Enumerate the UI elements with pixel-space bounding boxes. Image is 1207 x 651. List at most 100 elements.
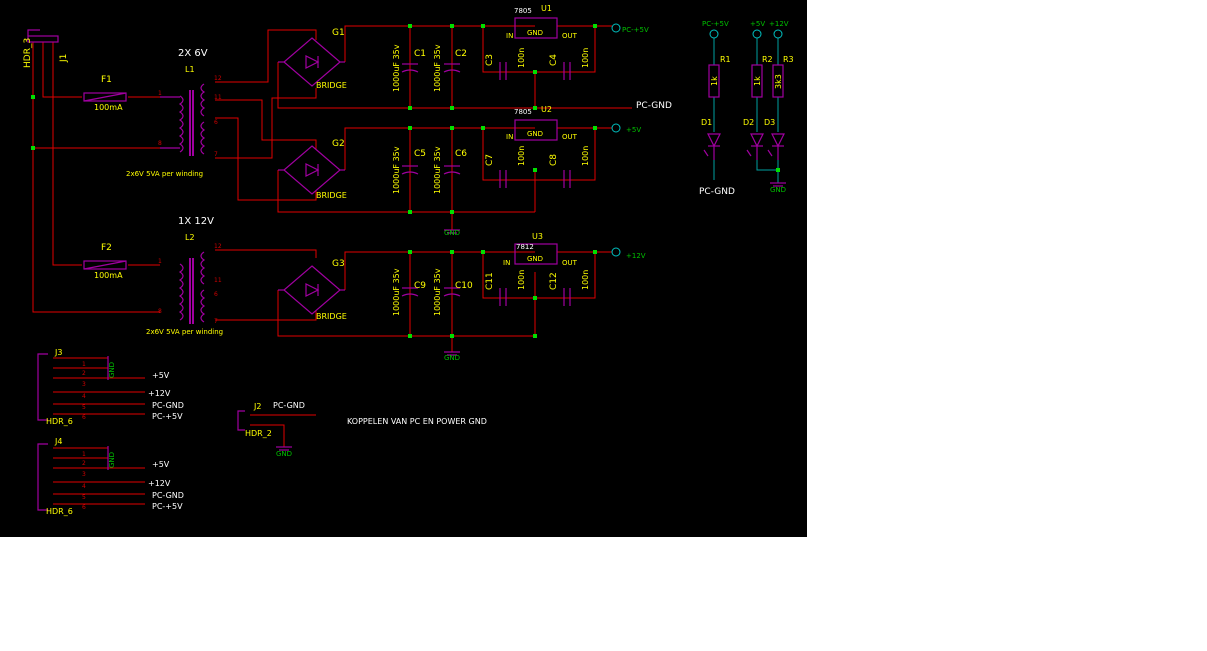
wire-c7-c8-loop bbox=[482, 128, 596, 181]
junction-dot bbox=[31, 146, 35, 150]
junction-dot bbox=[408, 126, 412, 130]
u3-gnd: GND bbox=[527, 255, 543, 263]
junction-dot bbox=[593, 126, 597, 130]
wire-c11-c12-loop bbox=[482, 252, 596, 299]
junction-dot bbox=[776, 168, 780, 172]
g1-ref: G1 bbox=[332, 28, 345, 38]
u3-type: 7812 bbox=[516, 243, 534, 251]
components bbox=[27, 17, 785, 511]
d1-led bbox=[703, 133, 721, 160]
d3-led bbox=[767, 133, 785, 160]
c9-value: 1000uF 35v bbox=[392, 268, 401, 316]
r3-value: 3k3 bbox=[774, 74, 783, 89]
u2-in: IN bbox=[506, 133, 513, 141]
5v-out-label: +5V bbox=[626, 126, 641, 134]
l2-pin11: 11 bbox=[214, 277, 222, 284]
j2-connector-body bbox=[237, 410, 245, 431]
junction-dot bbox=[408, 106, 412, 110]
l2-ref: L2 bbox=[185, 233, 195, 242]
u3-in: IN bbox=[503, 259, 510, 267]
junction-dot bbox=[450, 250, 454, 254]
j4-connector-body bbox=[37, 443, 48, 511]
j4-pin3: 3 bbox=[82, 471, 86, 478]
c9-capacitor bbox=[401, 287, 419, 297]
junction-dot bbox=[533, 70, 537, 74]
l1-pin11: 11 bbox=[214, 94, 222, 101]
j1-ref-label: J1 bbox=[59, 54, 69, 63]
u2-regulator-body bbox=[514, 119, 558, 141]
junction-dot bbox=[408, 250, 412, 254]
j3-pin6: 6 bbox=[82, 414, 86, 421]
r1-ref: R1 bbox=[720, 55, 731, 64]
junction-dot bbox=[450, 106, 454, 110]
junctions bbox=[31, 24, 780, 338]
led-pc5v-circle bbox=[709, 29, 719, 39]
l2-pin6: 6 bbox=[214, 291, 218, 298]
c5-ref: C5 bbox=[414, 149, 426, 159]
j4-ref: J4 bbox=[54, 437, 62, 446]
c8-value: 100n bbox=[581, 146, 590, 166]
l1-pin12: 12 bbox=[214, 75, 222, 82]
junction-dot bbox=[408, 210, 412, 214]
l1-secondary-coil-a bbox=[200, 83, 206, 117]
power-supply-schematic: HDR_3 J1 2X 6V 1X 12V F1 100mA F2 100mA … bbox=[23, 4, 794, 516]
c7-value: 100n bbox=[517, 146, 526, 166]
j3-pin2: 2 bbox=[82, 370, 86, 377]
u1-out: OUT bbox=[562, 32, 578, 40]
r3-ref: R3 bbox=[783, 55, 794, 64]
hdr3-label: HDR_3 bbox=[23, 38, 33, 68]
c4-ref: C4 bbox=[549, 54, 559, 66]
g1-bridge-label: BRIDGE bbox=[316, 81, 347, 90]
l1-ref: L1 bbox=[185, 65, 195, 74]
led-5v-label: +5V bbox=[750, 20, 765, 28]
g1-bridge-body bbox=[283, 37, 341, 87]
u3-ref: U3 bbox=[532, 232, 543, 241]
l1-pin1: 1 bbox=[158, 90, 162, 97]
junction-dot bbox=[533, 106, 537, 110]
j3-pc5v-label: PC-+5V bbox=[152, 412, 183, 421]
l1-note: 2x6V 5VA per winding bbox=[126, 170, 203, 178]
j4-pc5v-label: PC-+5V bbox=[152, 502, 183, 511]
d1-ref: D1 bbox=[701, 118, 712, 127]
c2-ref: C2 bbox=[455, 49, 467, 59]
j4-5v-label: +5V bbox=[152, 460, 170, 469]
wire-j2-2 bbox=[250, 424, 285, 447]
u2-ref: U2 bbox=[541, 105, 552, 114]
c2-value: 1000uF 35v bbox=[433, 44, 442, 92]
l1-pin7: 7 bbox=[214, 151, 218, 158]
c3-value: 100n bbox=[517, 48, 526, 68]
gnd-label-row2: GND bbox=[444, 229, 460, 237]
pcgnd-net-label: PC-GND bbox=[636, 101, 672, 111]
j3-pin1: 1 bbox=[82, 361, 86, 368]
u2-out: OUT bbox=[562, 133, 578, 141]
u1-regulator-body bbox=[514, 17, 558, 39]
wire-j1-f1 bbox=[42, 42, 82, 98]
wire-l1-6 bbox=[215, 117, 317, 201]
j3-pin3: 3 bbox=[82, 381, 86, 388]
j2-pcgnd-label: PC-GND bbox=[273, 401, 305, 410]
j3-pcgnd-label: PC-GND bbox=[152, 401, 184, 410]
led-12v-circle bbox=[773, 29, 783, 39]
j3-ref: J3 bbox=[54, 348, 62, 357]
c4-capacitor bbox=[563, 62, 571, 80]
wire-l1-11-g2 bbox=[215, 99, 317, 150]
j3-12v-label: +12V bbox=[148, 389, 171, 398]
f1-ref: F1 bbox=[101, 75, 112, 85]
f2-fuse-element bbox=[83, 260, 127, 270]
l2-primary-coil bbox=[178, 263, 184, 321]
led-pcgnd-label: PC-GND bbox=[699, 187, 735, 197]
l2-pin12: 12 bbox=[214, 243, 222, 250]
c11-capacitor bbox=[499, 288, 507, 306]
wire-g2-plus bbox=[344, 127, 535, 170]
junction-dot bbox=[481, 250, 485, 254]
gnd-label-leds: GND bbox=[770, 186, 786, 194]
r1-resistor-body bbox=[708, 64, 720, 98]
j3-pin5: 5 bbox=[82, 404, 86, 411]
j4-hdr-label: HDR_6 bbox=[46, 507, 73, 516]
f1-fuse-body bbox=[83, 92, 127, 102]
c1-capacitor bbox=[401, 63, 419, 73]
wire-g3-minus bbox=[277, 290, 535, 337]
led-5v-circle bbox=[752, 29, 762, 39]
j2-ref: J2 bbox=[253, 402, 261, 411]
c6-capacitor bbox=[443, 165, 461, 175]
